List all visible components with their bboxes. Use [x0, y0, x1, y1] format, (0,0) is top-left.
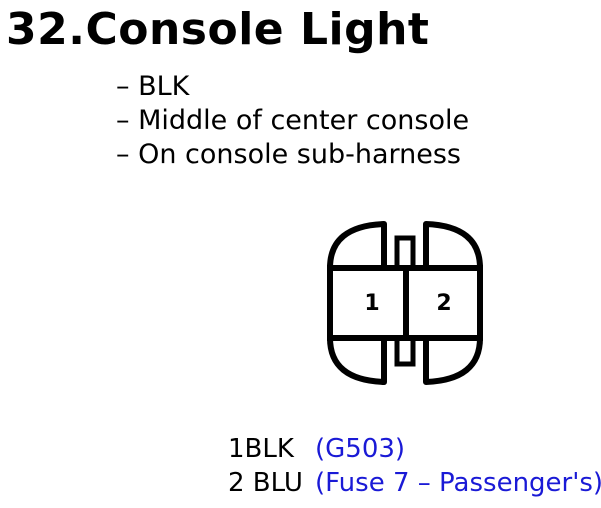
connector-cap-top-left: [327, 221, 387, 269]
connector-cap-top-right: [423, 221, 483, 269]
detail-harness: – On console sub-harness: [116, 139, 461, 170]
connector-cap-bottom-right: [423, 337, 483, 385]
page-title: 32.Console Light: [6, 4, 430, 55]
connector-diagram: 1 2: [327, 221, 483, 385]
connector-latch-bottom: [394, 335, 416, 367]
pin-label: 2 BLU: [228, 468, 303, 498]
pin-label: 1BLK: [228, 434, 294, 464]
connector-cap-bottom-left: [327, 337, 387, 385]
pin-note: (Fuse 7 – Passenger's): [315, 468, 601, 498]
detail-location: – Middle of center console: [116, 105, 470, 136]
pin-note: (G503): [315, 434, 406, 464]
detail-color: – BLK: [116, 71, 190, 102]
pin-number-2: 2: [436, 291, 451, 316]
connector-details: – BLK – Middle of center console – On co…: [116, 70, 469, 172]
pin-number-1: 1: [364, 291, 379, 316]
connector-latch-top: [394, 235, 416, 271]
